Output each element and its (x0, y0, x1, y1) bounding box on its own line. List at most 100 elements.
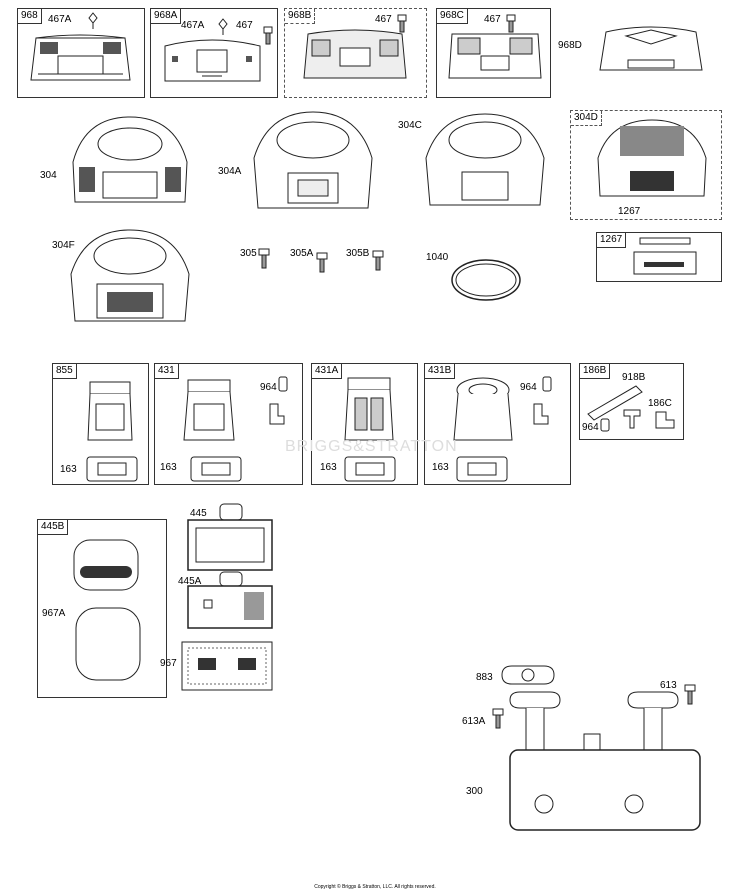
label-163-3: 163 (320, 462, 337, 473)
label-305b: 305B (346, 248, 370, 259)
label-304: 304 (40, 170, 57, 181)
part-163-gasket-1 (86, 456, 138, 482)
part-304f-blower-housing (70, 229, 190, 322)
part-968d-cover (599, 26, 703, 71)
group-968a-box: 968A (150, 8, 278, 98)
part-163-gasket-3 (344, 456, 396, 482)
screw-305a-icon (316, 252, 328, 273)
part-163-gasket-2 (190, 456, 242, 482)
bolt-613-icon (684, 684, 696, 705)
elbow-fitting-icon-1 (269, 403, 285, 425)
label-304f: 304F (52, 240, 75, 251)
fastener-467a-icon-1 (88, 12, 98, 29)
part-445a-air-filter (187, 571, 273, 629)
part-883-gasket (501, 665, 555, 685)
group-968-tag: 968 (18, 9, 42, 24)
label-300: 300 (466, 786, 483, 797)
label-1040: 1040 (426, 252, 449, 263)
label-163-1: 163 (60, 464, 77, 475)
group-968b-box: 968B (284, 8, 427, 98)
group-445b-box: 445B (37, 519, 167, 698)
part-967a-pre-cleaner (75, 607, 141, 681)
label-964-2: 964 (520, 382, 537, 393)
part-967-pre-cleaner (181, 641, 273, 691)
label-613a: 613A (462, 716, 486, 727)
label-964-3: 964 (582, 422, 599, 433)
label-445: 445 (190, 508, 207, 519)
part-431b-intake (453, 377, 513, 441)
group-431b-box: 431B (424, 363, 571, 485)
label-186c: 186C (648, 398, 672, 409)
label-445a: 445A (178, 576, 202, 587)
label-968d: 968D (558, 40, 582, 51)
part-918b-hose (587, 385, 643, 421)
label-964-1: 964 (260, 382, 277, 393)
part-431-intake (183, 379, 235, 441)
label-163-2: 163 (160, 462, 177, 473)
part-186c-elbow (655, 411, 675, 429)
part-445b-filter-cartridge (73, 539, 139, 591)
label-918b: 918B (622, 372, 646, 383)
part-855-intake (87, 381, 133, 441)
group-186b-box: 186B (579, 363, 684, 440)
group-304d-tag: 304D (571, 111, 602, 126)
part-304d-blower-housing (597, 119, 707, 197)
elbow-fitting-icon-2 (533, 403, 549, 425)
group-431b-tag: 431B (425, 364, 456, 379)
group-968c-box: 968C (436, 8, 551, 98)
fitting-964-icon-1 (278, 376, 288, 392)
part-304-blower-housing (72, 116, 188, 203)
part-304a-blower-housing (253, 111, 373, 209)
group-431a-box: 431A (311, 363, 418, 485)
label-1267-inset: 1267 (618, 206, 641, 217)
part-968b-cover (303, 29, 407, 79)
group-1267-box: 1267 (596, 232, 722, 282)
bolt-613a-icon (492, 708, 504, 729)
label-967: 967 (160, 658, 177, 669)
screw-305-icon (258, 248, 270, 269)
bolt-467-icon-3 (506, 14, 516, 33)
part-431a-intake (344, 377, 394, 441)
part-968-cover (30, 34, 131, 81)
label-467-3: 467 (484, 14, 501, 25)
group-431-box: 431 (154, 363, 303, 485)
part-968a-cover (164, 39, 261, 82)
group-968-box: 968 (17, 8, 145, 98)
fitting-964-icon-3 (600, 418, 610, 432)
label-163-4: 163 (432, 462, 449, 473)
group-968b-tag: 968B (285, 9, 316, 24)
label-305: 305 (240, 248, 257, 259)
screw-305b-icon (372, 250, 384, 271)
label-613: 613 (660, 680, 677, 691)
group-968c-tag: 968C (437, 9, 468, 24)
label-967a: 967A (42, 608, 66, 619)
group-304d-box: 304D (570, 110, 722, 220)
group-855-box: 855 (52, 363, 149, 485)
watermark: BRIGGS&STRATTON (285, 438, 458, 455)
bolt-467-icon-2 (397, 14, 407, 33)
part-1040-ring (451, 259, 521, 301)
part-300-muffler (509, 691, 701, 831)
part-163-gasket-4 (456, 456, 508, 482)
group-186b-tag: 186B (580, 364, 611, 379)
label-304a: 304A (218, 166, 242, 177)
label-467a-1: 467A (48, 14, 72, 25)
bolt-467-icon-1 (263, 26, 273, 45)
group-968a-tag: 968A (151, 9, 182, 24)
part-304c-blower-housing (425, 113, 545, 206)
group-431a-tag: 431A (312, 364, 343, 379)
label-467-1: 467 (236, 20, 253, 31)
copyright-footer: Copyright © Briggs & Stratton, LLC. All … (314, 884, 436, 890)
fastener-467a-icon-2 (218, 18, 228, 35)
part-1267-grille (633, 237, 697, 275)
group-445b-tag: 445B (38, 520, 69, 535)
label-883: 883 (476, 672, 493, 683)
group-431-tag: 431 (155, 364, 179, 379)
label-304c: 304C (398, 120, 422, 131)
group-855-tag: 855 (53, 364, 77, 379)
label-305a: 305A (290, 248, 314, 259)
part-445-air-filter (187, 503, 273, 571)
tee-fitting-icon (623, 409, 641, 429)
label-467a-2: 467A (181, 20, 205, 31)
group-1267-tag: 1267 (597, 233, 627, 248)
